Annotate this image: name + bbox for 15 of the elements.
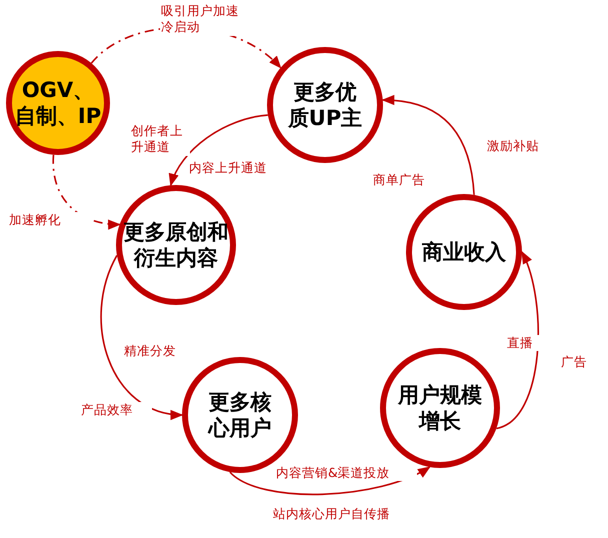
curved-arrow <box>170 114 268 186</box>
circle-node: 用户规模增长 <box>380 348 500 468</box>
circle-node: 更多优质UP主 <box>267 47 383 163</box>
edge-label: 加速孵化 <box>8 212 90 228</box>
dash-dot-arrow <box>52 154 121 230</box>
curved-arrow <box>382 95 475 195</box>
curved-arrow <box>100 255 184 419</box>
curved-arrow <box>229 466 431 496</box>
note-label: 产品效率 <box>80 402 152 418</box>
circle-node: OGV、自制、IP <box>6 51 110 155</box>
curved-arrow <box>496 250 539 430</box>
circle-node: 商业收入 <box>406 194 522 310</box>
edge-label: 内容营销&渠道投放 <box>275 465 417 482</box>
note-label: 创作者上升通道 <box>130 123 190 156</box>
circle-node: 更多原创和衍生内容 <box>116 185 236 305</box>
